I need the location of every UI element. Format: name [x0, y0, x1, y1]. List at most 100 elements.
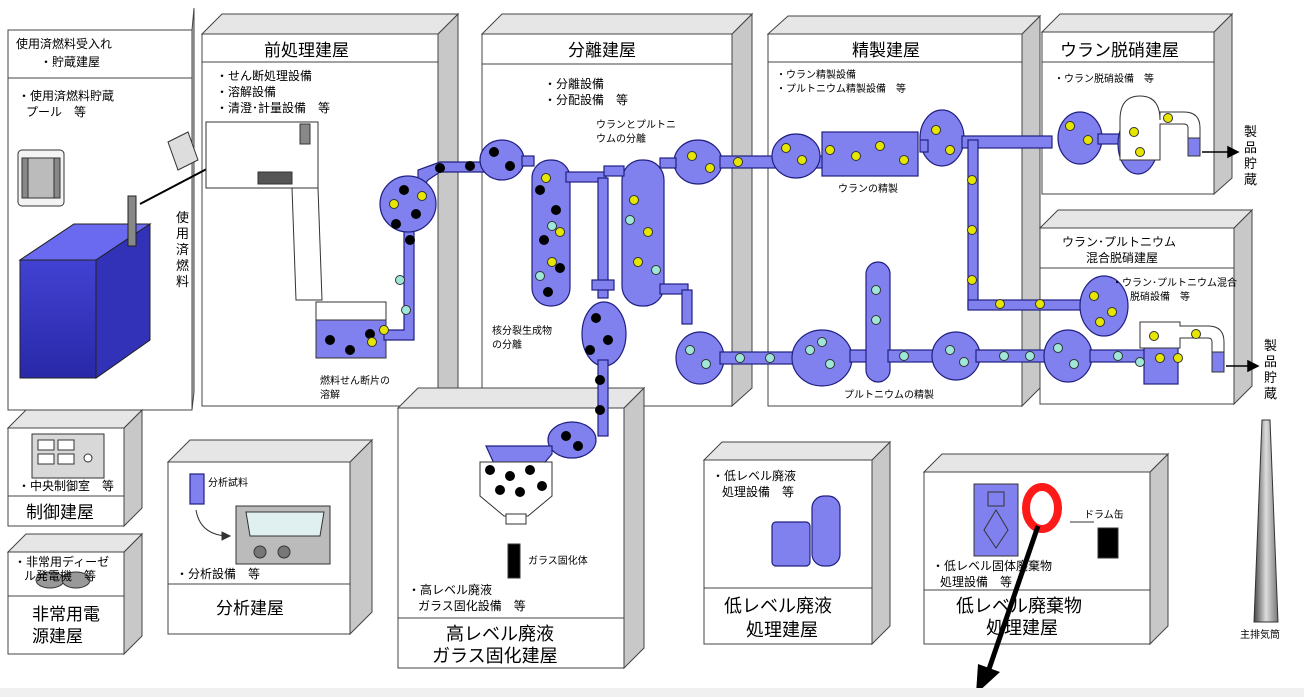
spent-fuel-eq-1: ・使用済燃料貯蔵: [18, 88, 114, 103]
product-u-3: 蔵: [1244, 173, 1257, 188]
plutonium-particle: [685, 345, 695, 355]
emergency-eq-1: ・非常用ディーゼ: [14, 554, 109, 569]
mox-eq-2: 脱硝設備 等: [1130, 290, 1190, 303]
spent-fuel-eq-2: プール 等: [26, 105, 86, 119]
drum-label: ドラム缶: [1084, 508, 1124, 521]
fission-product-particle: [435, 163, 445, 173]
uranium-particle: [389, 199, 399, 209]
llw-solid-eq-1: ・低レベル固体廃棄物: [932, 558, 1052, 573]
plutonium-particle: [959, 357, 969, 367]
fission-product-particle: [539, 235, 549, 245]
fission-product-particle: [495, 485, 505, 495]
llw-solid-title-1: 低レベル廃棄物: [956, 596, 1082, 617]
diesel-generator-icon: [35, 571, 91, 589]
emergency-power-building: [7, 551, 125, 655]
uranium-particle: [1095, 317, 1105, 327]
fission-product-particle: [345, 345, 355, 355]
product-u-0: 製: [1244, 125, 1257, 140]
llw-liquid-eq-1: ・低レベル廃液: [712, 468, 796, 483]
uranium-particle: [705, 163, 715, 173]
llw-solid-equipment: [973, 483, 1119, 559]
uranium-particle: [367, 337, 377, 347]
fission-product-particle: [595, 405, 605, 415]
drum-icon: [1097, 527, 1119, 559]
separation-title: 分離建屋: [568, 41, 636, 61]
hlw-eq-2: ガラス固化設備 等: [418, 598, 526, 613]
plutonium-particle: [401, 305, 411, 315]
head-end-eq-3: ・清澄･計量設備 等: [216, 100, 330, 115]
plutonium-particle: [735, 353, 745, 363]
spent-fuel-vertical-1: 用: [176, 227, 189, 242]
spent-fuel-vertical-0: 使: [176, 210, 189, 226]
analysis-title: 分析建屋: [216, 599, 284, 619]
plutonium-particle: [1053, 343, 1063, 353]
llw-liquid-eq-2: 処理設備 等: [722, 484, 794, 499]
spent-fuel-vertical-4: 料: [176, 275, 189, 290]
fission-product-particle: [561, 431, 571, 441]
purification-eq-1: ・ウラン精製設備: [776, 68, 856, 81]
fission-product-particle: [525, 465, 535, 475]
main-stack: [1253, 419, 1279, 623]
mox-eq-1: ・ウラン･プルトニウム混合: [1112, 276, 1237, 289]
emergency-eq-2: ル発電機 等: [24, 568, 96, 583]
fission-product-particle: [537, 481, 547, 491]
uranium-particle: [547, 257, 557, 267]
plutonium-particle: [1025, 351, 1035, 361]
plutonium-particle: [817, 337, 827, 347]
fission-product-particle: [365, 329, 375, 339]
dissolve-label-1: 燃料せん断片の: [320, 374, 390, 387]
product-u-2: 貯: [1244, 157, 1257, 172]
mox-title-1: ウラン･プルトニウム: [1062, 235, 1176, 249]
control-eq: ・中央制御室 等: [18, 478, 114, 493]
highlight-marker: [976, 483, 1062, 694]
uranium-particle: [541, 173, 551, 183]
denitration-equipment: [1119, 95, 1225, 373]
spent-fuel-title-2: ・貯蔵建屋: [40, 55, 100, 69]
fission-product-particle: [505, 471, 515, 481]
plutonium-particle: [825, 359, 835, 369]
u-denitration-title: ウラン脱硝建屋: [1060, 41, 1179, 61]
hlw-title-1: 高レベル廃液: [446, 624, 554, 645]
plutonium-particle: [701, 359, 711, 369]
uranium-particle: [633, 257, 643, 267]
uranium-particle: [1149, 331, 1159, 341]
separation-eq-1: ・分離設備: [544, 76, 604, 91]
spent-fuel-title-1: 使用済燃料受入れ: [16, 36, 112, 51]
uranium-particle: [1065, 121, 1075, 131]
fission-product-particle: [535, 185, 545, 195]
plutonium-particle: [547, 221, 557, 231]
product-u-1: 品: [1244, 141, 1257, 156]
plutonium-particle: [651, 265, 661, 275]
fission-product-particle: [411, 209, 421, 219]
plutonium-particle: [765, 353, 775, 363]
u-purification-label: ウランの精製: [838, 182, 898, 195]
storage-pool-icon: [18, 195, 152, 379]
fission-product-particle: [543, 287, 553, 297]
control-room-icon: [31, 433, 105, 479]
fission-product-particle: [325, 335, 335, 345]
uranium-particle: [781, 143, 791, 153]
fission-product-particle: [585, 345, 595, 355]
product-arrows: [1202, 145, 1260, 373]
fission-product-particle: [391, 219, 401, 229]
fission-product-particle: [399, 185, 409, 195]
uranium-particle: [1155, 353, 1165, 363]
uranium-particle: [899, 155, 909, 165]
fission-product-particle: [573, 441, 583, 451]
head-end-title: 前処理建屋: [264, 41, 349, 61]
fission-product-particle: [551, 205, 561, 215]
fp-separation-2: の分離: [492, 338, 522, 351]
plutonium-particle: [805, 345, 815, 355]
hlw-eq-1: ・高レベル廃液: [408, 582, 492, 597]
purification-title: 精製建屋: [852, 41, 920, 61]
product-mox-3: 蔵: [1264, 387, 1277, 402]
plutonium-particle: [1069, 359, 1079, 369]
particles: [325, 113, 1201, 497]
spent-fuel-vertical-2: 済: [176, 242, 189, 258]
llw-solid-title-2: 処理建屋: [986, 618, 1058, 639]
product-mox-2: 貯: [1264, 371, 1277, 386]
main-stack-label: 主排気筒: [1240, 628, 1280, 641]
u-pu-separation-2: ウムの分離: [596, 132, 646, 145]
plutonium-particle: [1113, 351, 1123, 361]
